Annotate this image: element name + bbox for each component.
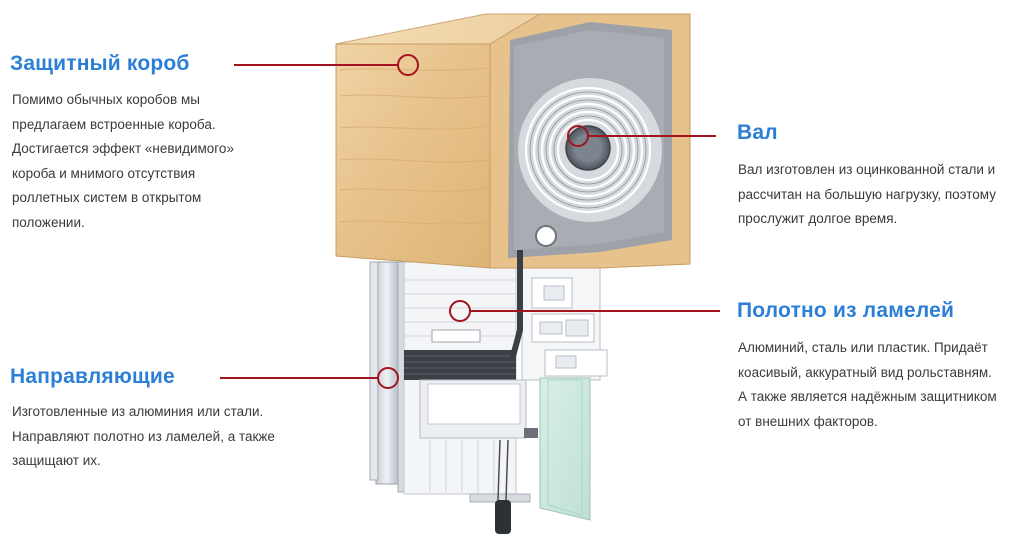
shaft-desc-line: прослужит долгое время. <box>738 211 898 226</box>
box-desc-line: Достигается эффект «невидимого» <box>12 141 234 156</box>
window-frame <box>521 267 608 521</box>
box-front-face <box>335 43 491 269</box>
pointer-slats <box>449 300 720 322</box>
slat-curtain <box>403 261 538 534</box>
pointer-guides <box>220 367 399 389</box>
guides-description: Изготовленные из алюминия или стали. Нап… <box>12 400 292 474</box>
slats-desc-line: коасивый, аккуратный вид рольставням. <box>738 364 992 380</box>
slats-desc-line: от внешних факторов. <box>738 413 878 429</box>
guides-desc-line: Направляют полотно из ламелей, а также <box>12 428 275 444</box>
guide-rail <box>369 261 407 493</box>
shaft-desc-line: Вал изготовлен из оцинкованной стали и <box>738 162 996 177</box>
box-title: Защитный короб <box>10 52 190 75</box>
box-desc-line: роллетных систем в открытом <box>12 190 202 205</box>
slats-description: Алюминий, сталь или пластик. Придаёт коа… <box>738 336 1018 434</box>
guides-desc-line: Изготовленные из алюминия или стали. <box>12 404 264 419</box>
slats-desc-line: Алюминий, сталь или пластик. Придаёт <box>738 340 988 355</box>
shaft-title: Вал <box>737 121 778 144</box>
shaft-description: Вал изготовлен из оцинкованной стали и р… <box>738 158 1018 232</box>
guides-desc-line: защищают их. <box>12 453 101 468</box>
shaft-desc-line: рассчитан на большую нагрузку, поэтому <box>738 186 996 202</box>
box-desc-line: короба и мнимого отсутствия <box>12 165 196 181</box>
box-cross-section <box>489 13 691 361</box>
pointer-shaft <box>567 125 716 147</box>
box-description: Помимо обычных коробов мы предлагаем вст… <box>12 88 252 235</box>
slats-title: Полотно из ламелей <box>737 299 955 322</box>
box-desc-line: предлагаем встроенные короба. <box>12 116 216 132</box>
box-desc-line: положении. <box>12 214 85 230</box>
slats-desc-line: А также является надёжным защитником <box>738 389 997 404</box>
pointer-box <box>234 54 419 76</box>
box-desc-line: Помимо обычных коробов мы <box>12 92 200 107</box>
guides-title: Направляющие <box>10 365 175 388</box>
